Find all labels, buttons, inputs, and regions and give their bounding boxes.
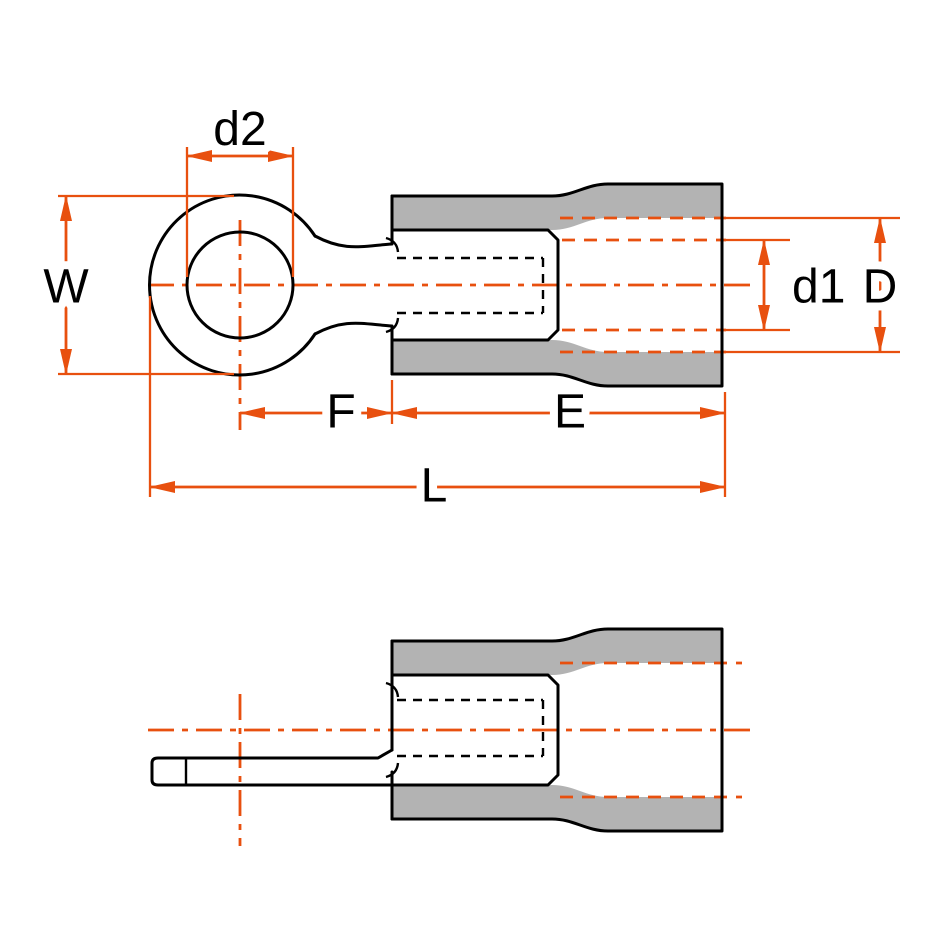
label-D: D	[863, 261, 898, 314]
insulation-wall-bottom	[392, 340, 722, 386]
barrel-mouth-top	[385, 236, 400, 253]
label-F: F	[326, 386, 355, 439]
label-E: E	[554, 386, 586, 439]
dimension-d2: d2	[185, 95, 295, 277]
label-L: L	[421, 460, 448, 513]
insulation-wall-top	[392, 629, 722, 675]
barrel-mouth-bottom	[385, 762, 400, 779]
tongue-outline	[150, 748, 394, 787]
dimension-F: F	[239, 378, 394, 447]
wire-barrel-outline	[390, 228, 560, 342]
dimension-d1: d1	[726, 238, 853, 332]
dimension-E: E	[391, 378, 727, 497]
neck-bottom-edge	[313, 321, 394, 336]
insulation-wall-bottom	[392, 785, 722, 831]
wire-barrel-outline	[390, 673, 560, 787]
label-d1: d1	[792, 261, 845, 314]
ring-hole	[185, 230, 295, 340]
insulation-wall-top	[392, 184, 722, 230]
barrel-mouth-bottom	[385, 317, 400, 334]
barrel-mouth-top	[385, 681, 400, 698]
side-view	[148, 627, 756, 846]
dimension-L: L	[148, 296, 726, 521]
dimension-W: W	[35, 194, 234, 376]
dimension-D: D	[726, 216, 905, 354]
label-W: W	[43, 261, 89, 314]
plan-view: d2 W d1 D F E	[35, 95, 905, 521]
insulation-sleeve-outline	[390, 182, 724, 388]
label-d2: d2	[213, 103, 266, 156]
ring-outer-edge	[148, 193, 317, 377]
insulation-sleeve-outline	[390, 627, 724, 833]
neck-top-edge	[313, 234, 394, 249]
